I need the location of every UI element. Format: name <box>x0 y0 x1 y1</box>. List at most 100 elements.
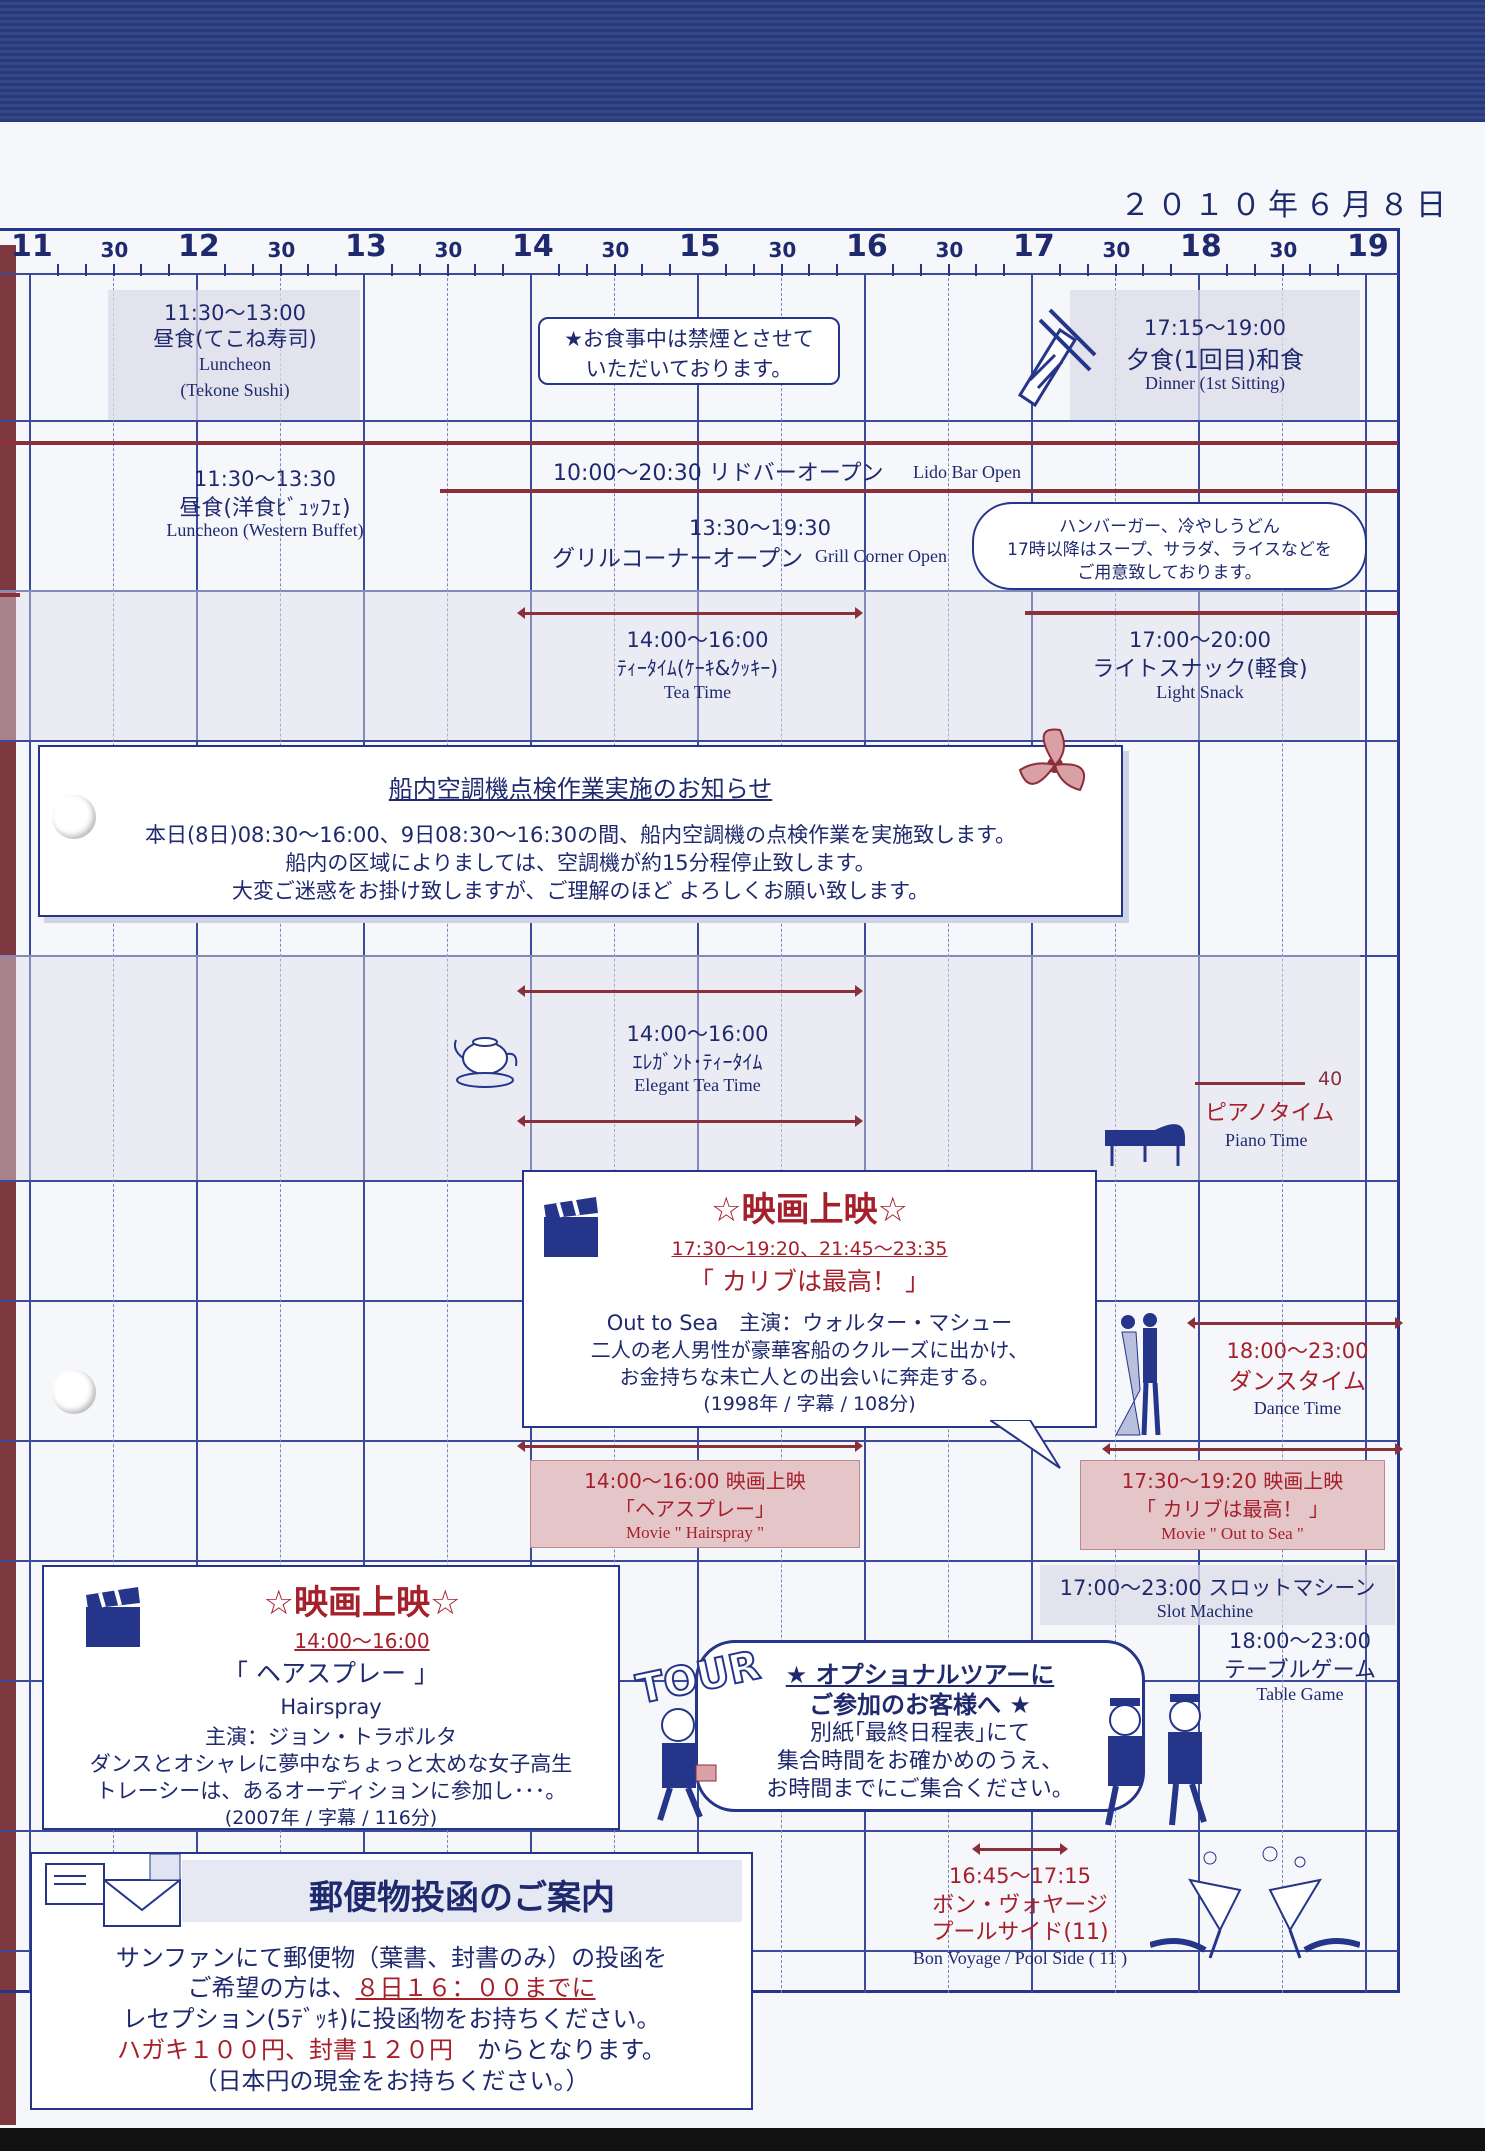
mail-title: 郵便物投函のご案内 <box>309 1878 615 1918</box>
axis-tick <box>140 264 143 276</box>
movie1-info: (1998年 / 字幕 / 108分) <box>703 1393 916 1415</box>
half-hour-label: 30 <box>768 238 797 262</box>
grid-hour-line <box>1198 273 1200 1993</box>
axis-tick <box>112 264 115 276</box>
light-snack-jp: ライトスナック(軽食) <box>1092 657 1308 682</box>
axis-tick <box>446 264 449 276</box>
movie-caribbean-arrow <box>1102 1443 1403 1455</box>
page-date: ２０１０年６月８日 <box>1120 188 1453 223</box>
lunch-tekone-jp: 昼食(てこね寿司) <box>153 327 317 351</box>
dance-jp: ダンスタイム <box>1228 1369 1367 1395</box>
axis-tick <box>56 264 59 276</box>
axis-tick <box>307 264 310 276</box>
grid-hour-line <box>1365 273 1367 1993</box>
axis-tick <box>1253 264 1256 276</box>
axis-tick <box>836 264 839 276</box>
axis-tick <box>1170 264 1173 276</box>
half-hour-label: 30 <box>434 238 463 262</box>
tour-line4: 集合時間をお確かめのうえ、 <box>776 1749 1063 1774</box>
axis-tick <box>585 264 588 276</box>
half-hour-label: 30 <box>267 238 296 262</box>
axis-tick <box>975 264 978 276</box>
shade-lunch <box>108 290 360 420</box>
movie2-cast: 主演：ジョン・トラボルタ <box>205 1725 457 1749</box>
movie-hairspray-slot: 14:00〜16:00 映画上映 「ヘアスプレー」 Movie " Hairsp… <box>530 1460 860 1548</box>
aircon-line2: 船内の区域によりましては、空調機が約15分程停止致します。 <box>285 851 876 875</box>
lunch-buffet-en: Luncheon (Western Buffet) <box>166 520 364 540</box>
grid-row-line <box>0 273 1398 275</box>
half-hour-label: 30 <box>935 238 964 262</box>
piano-minutes: 40 <box>1318 1068 1343 1090</box>
piano-icon <box>1105 1124 1185 1166</box>
tour-line3: 別紙｢最終日程表｣にて <box>809 1721 1030 1746</box>
grid-half-line <box>613 273 615 1993</box>
lunch-tekone-en2: (Tekone Sushi) <box>180 380 290 400</box>
movie-hairspray-line3: Movie " Hairspray " <box>625 1523 765 1542</box>
hour-label: 18 <box>1180 229 1222 264</box>
movie-caribbean-line2: 「 カリブは最高！ 」 <box>1136 1497 1329 1521</box>
grid-row-line <box>0 1440 1398 1442</box>
half-hour-label: 30 <box>100 238 129 262</box>
grid-hour-line <box>29 273 31 1993</box>
mail-line4-rest: からとなります。 <box>477 2036 666 2064</box>
bon-voyage-jp2: プールサイド(11) <box>931 1920 1109 1945</box>
bottom-band <box>0 2128 1485 2151</box>
aircon-title: 船内空調機点検作業実施のお知らせ <box>388 775 773 803</box>
dinner-en: Dinner (1st Sitting) <box>1145 373 1285 393</box>
grid-half-line <box>1281 273 1283 1993</box>
lunch-tekone-time: 11:30〜13:00 <box>163 301 307 325</box>
aircon-line1: 本日(8日)08:30〜16:00、9日08:30〜16:30の間、船内空調機の… <box>144 823 1017 847</box>
axis-tick <box>724 264 727 276</box>
hour-label: 17 <box>1013 229 1055 264</box>
dance-en: Dance Time <box>1253 1398 1342 1418</box>
fan-icon <box>1018 728 1086 792</box>
lido-line-top <box>0 441 1398 445</box>
movie-hairspray-line1: 14:00〜16:00 映画上映 <box>584 1469 806 1493</box>
axis-tick <box>502 264 505 276</box>
lido-bar-jp: 10:00〜20:30 リドバーオープン <box>553 461 884 486</box>
champagne-toast-icon <box>1150 1846 1360 1959</box>
top-band <box>0 0 1485 122</box>
bon-voyage-jp1: ボン・ヴォヤージ <box>932 1893 1108 1918</box>
table-game-en: Table Game <box>1256 1684 1344 1704</box>
movie-hairspray-arrow <box>517 1440 863 1452</box>
elegant-tea-arrow-top <box>517 985 863 997</box>
no-smoking-note: ★お食事中は禁煙とさせて いただいております。 <box>538 317 840 385</box>
axis-tick <box>1225 264 1228 276</box>
clapperboard-icon <box>544 1197 598 1257</box>
axis-tick <box>780 264 783 276</box>
mail-deadline: ８日１６：００までに <box>355 1974 596 2002</box>
lunch-tekone-en1: Luncheon <box>199 354 271 374</box>
movie2-title-en: Hairspray <box>280 1695 382 1719</box>
axis-tick <box>891 264 894 276</box>
lunch-buffet-jp: 昼食(洋食ﾋﾞｭｯﾌｪ) <box>179 496 351 521</box>
axis-tick <box>641 264 644 276</box>
mail-line1: サンファンにて郵便物（葉書、封書のみ）の投函を <box>115 1944 668 1972</box>
envelope-icon <box>45 1853 181 1927</box>
travelers-pair-icon <box>1105 1694 1207 1826</box>
grid-row-line <box>0 590 1398 592</box>
axis-tick <box>390 264 393 276</box>
mail-line2: ご希望の方は、８日１６：００までに <box>32 1968 751 2003</box>
mail-line3: レセプション(5ﾃﾞｯｷ)に投函物をお持ちください。 <box>122 2005 661 2033</box>
mail-title-band <box>182 1860 742 1922</box>
lido-bar-en: Lido Bar Open <box>913 462 1021 482</box>
mail-line4: ハガキ１００円、封書１２０円 からとなります。 <box>32 2030 751 2065</box>
table-game-jp: テーブルゲーム <box>1223 1658 1377 1683</box>
no-smoking-line2: いただいております。 <box>585 357 793 381</box>
half-hour-label: 30 <box>1102 238 1131 262</box>
light-snack-time: 17:00〜20:00 <box>1128 628 1272 652</box>
slot-machine-jp: 17:00〜23:00 スロットマシーン <box>1059 1576 1376 1600</box>
movie2-title: 「 ヘアスプレー 」 <box>223 1659 439 1688</box>
elegant-tea-en: Elegant Tea Time <box>634 1075 761 1095</box>
grill-bubble-line3: ご用意致しております。 <box>1077 563 1262 583</box>
grid-hour-line <box>530 273 532 1993</box>
axis-tick <box>752 264 755 276</box>
tea-time-arrow <box>517 607 863 619</box>
clapperboard-icon-2 <box>86 1587 140 1647</box>
axis-tick <box>251 264 254 276</box>
movie-caribbean-line1: 17:30〜19:20 映画上映 <box>1121 1469 1344 1493</box>
tour-line5: お時間までにご集合ください。 <box>766 1777 1074 1802</box>
bon-voyage-time: 16:45〜17:15 <box>948 1864 1092 1888</box>
hour-label: 11 <box>11 229 53 264</box>
